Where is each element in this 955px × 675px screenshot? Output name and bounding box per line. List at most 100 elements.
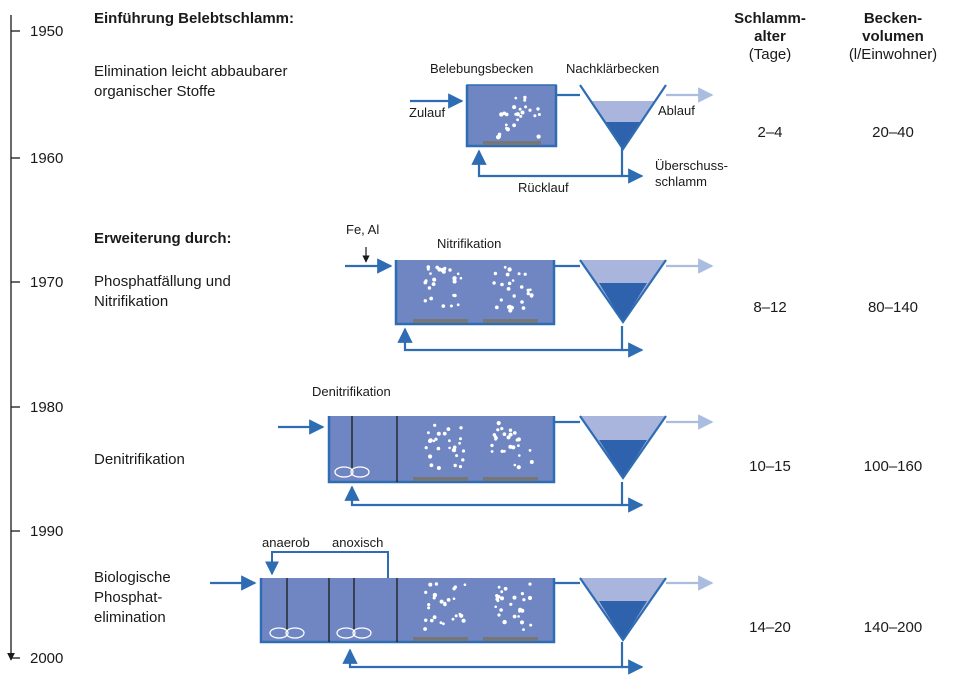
- bubble: [427, 603, 431, 607]
- bubble: [432, 439, 436, 443]
- bubble: [508, 308, 513, 313]
- bubble: [505, 272, 510, 277]
- bubble: [458, 465, 463, 469]
- aeration-bubbles-icon: [494, 582, 533, 631]
- stage-description: Elimination leicht abbaubarer organische…: [94, 63, 288, 100]
- year-label: 1970: [30, 274, 64, 291]
- bubble: [528, 108, 532, 112]
- bubble: [521, 306, 526, 310]
- bubble: [443, 602, 447, 607]
- bubble: [423, 280, 428, 285]
- bubble: [448, 446, 451, 450]
- aeration-bubbles-icon: [490, 421, 534, 470]
- excess-sludge-label: Überschuss- schlamm: [655, 158, 728, 189]
- bubble: [442, 267, 447, 271]
- bubble: [502, 111, 507, 116]
- sludge-age-value: 8–12: [753, 299, 787, 316]
- bubble: [493, 271, 498, 276]
- anaerobic-tank: [261, 578, 329, 642]
- bubble: [449, 304, 453, 308]
- stage-description: Denitrifikation: [94, 451, 185, 468]
- clarifier-cone-icon: [579, 84, 667, 151]
- aeration-tank: [397, 578, 554, 642]
- bubble: [459, 437, 462, 441]
- bubble: [516, 118, 519, 122]
- bubble: [509, 602, 513, 606]
- bubble: [426, 267, 430, 271]
- stage-3-plant: [278, 414, 714, 513]
- year-label: 1950: [30, 23, 64, 40]
- volume-header: Becken- volumen (l/Einwohner): [838, 10, 948, 64]
- nitrification-label: Nitrifikation: [437, 236, 502, 251]
- bubble: [454, 614, 458, 618]
- bubble: [504, 123, 508, 127]
- bubble: [496, 428, 500, 432]
- bubble: [427, 286, 432, 290]
- bubble: [442, 622, 445, 626]
- year-label: 2000: [30, 650, 64, 667]
- bubble: [516, 465, 521, 470]
- volume-value: 80–140: [867, 299, 919, 316]
- bubble: [499, 298, 503, 302]
- bubble: [512, 123, 516, 128]
- bubble: [495, 436, 498, 440]
- bubble: [436, 431, 441, 436]
- bubble: [528, 449, 532, 452]
- dosing-label: Fe, Al: [346, 222, 380, 237]
- bubble: [432, 277, 437, 282]
- bubble: [441, 269, 446, 274]
- aeration-bubbles-icon: [496, 95, 541, 140]
- year-label: 1960: [30, 150, 64, 167]
- denitrification-label: Denitrifikation: [312, 384, 391, 399]
- bubble: [526, 288, 530, 292]
- bubble: [424, 446, 428, 450]
- clarifier-cone-icon: [579, 577, 667, 642]
- bubble: [461, 449, 466, 453]
- bubble: [503, 586, 508, 591]
- bubble: [452, 279, 457, 284]
- bubble: [505, 127, 510, 132]
- bubble: [519, 285, 524, 289]
- bubble: [522, 598, 526, 602]
- aeration-tank: [466, 84, 557, 147]
- stage-description: Biologische Phosphat- elimination: [94, 569, 171, 626]
- bubble: [517, 272, 521, 276]
- bubble: [499, 608, 503, 612]
- bubble: [494, 305, 499, 310]
- bubble: [424, 618, 428, 622]
- sludge-age-value: 14–20: [749, 619, 791, 636]
- bubble: [432, 592, 438, 598]
- timeline-axis: [7, 15, 20, 661]
- volume-value: 140–200: [863, 619, 923, 636]
- bubble: [427, 606, 431, 610]
- bubble: [520, 300, 524, 304]
- bubble: [453, 463, 457, 468]
- bubble: [516, 437, 521, 442]
- anoxic-tank: [329, 578, 397, 642]
- bubble: [448, 439, 451, 443]
- bubble: [458, 441, 461, 445]
- bubble: [431, 282, 436, 286]
- bubble: [511, 279, 515, 282]
- aeration-tank-label: Belebungsbecken: [430, 61, 534, 76]
- bubble: [452, 445, 457, 450]
- bubble: [490, 450, 494, 453]
- stage-heading: Einführung Belebtschlamm:: [94, 10, 295, 27]
- bubble: [455, 454, 459, 458]
- bubble: [537, 113, 541, 116]
- bubble: [494, 605, 498, 609]
- bubble: [513, 463, 517, 467]
- bubble: [433, 423, 437, 427]
- bubble: [430, 618, 434, 623]
- bubble: [500, 282, 504, 287]
- bubble: [506, 435, 511, 440]
- year-label: 1980: [30, 399, 64, 416]
- stirrer-icon: [334, 416, 370, 478]
- bubble: [490, 443, 494, 448]
- bubble: [527, 595, 533, 601]
- bubble: [434, 437, 438, 441]
- volume-title: Becken- volumen: [862, 10, 924, 45]
- bubble: [428, 582, 433, 587]
- bubble: [533, 114, 537, 118]
- bubble: [459, 276, 463, 280]
